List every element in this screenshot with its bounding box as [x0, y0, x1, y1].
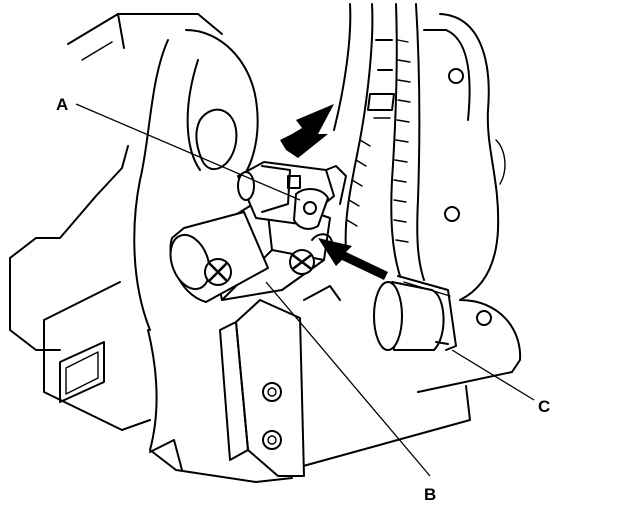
callout-label-b: B [424, 485, 436, 504]
right-cover-flange [295, 13, 522, 469]
arrow-icon [318, 238, 388, 280]
engine-block-outline [9, 13, 293, 483]
tensioner-body [169, 161, 347, 303]
leader-line-b [265, 281, 431, 477]
timing-belt [333, 3, 425, 281]
callout-label-a: A [56, 95, 68, 114]
leader-line-c [451, 349, 535, 401]
callout-label-c: C [538, 397, 550, 416]
leader-line-a [75, 103, 301, 201]
arrow-icon [280, 104, 334, 158]
mounting-bracket [219, 285, 341, 477]
tensioner-pin [373, 275, 457, 351]
